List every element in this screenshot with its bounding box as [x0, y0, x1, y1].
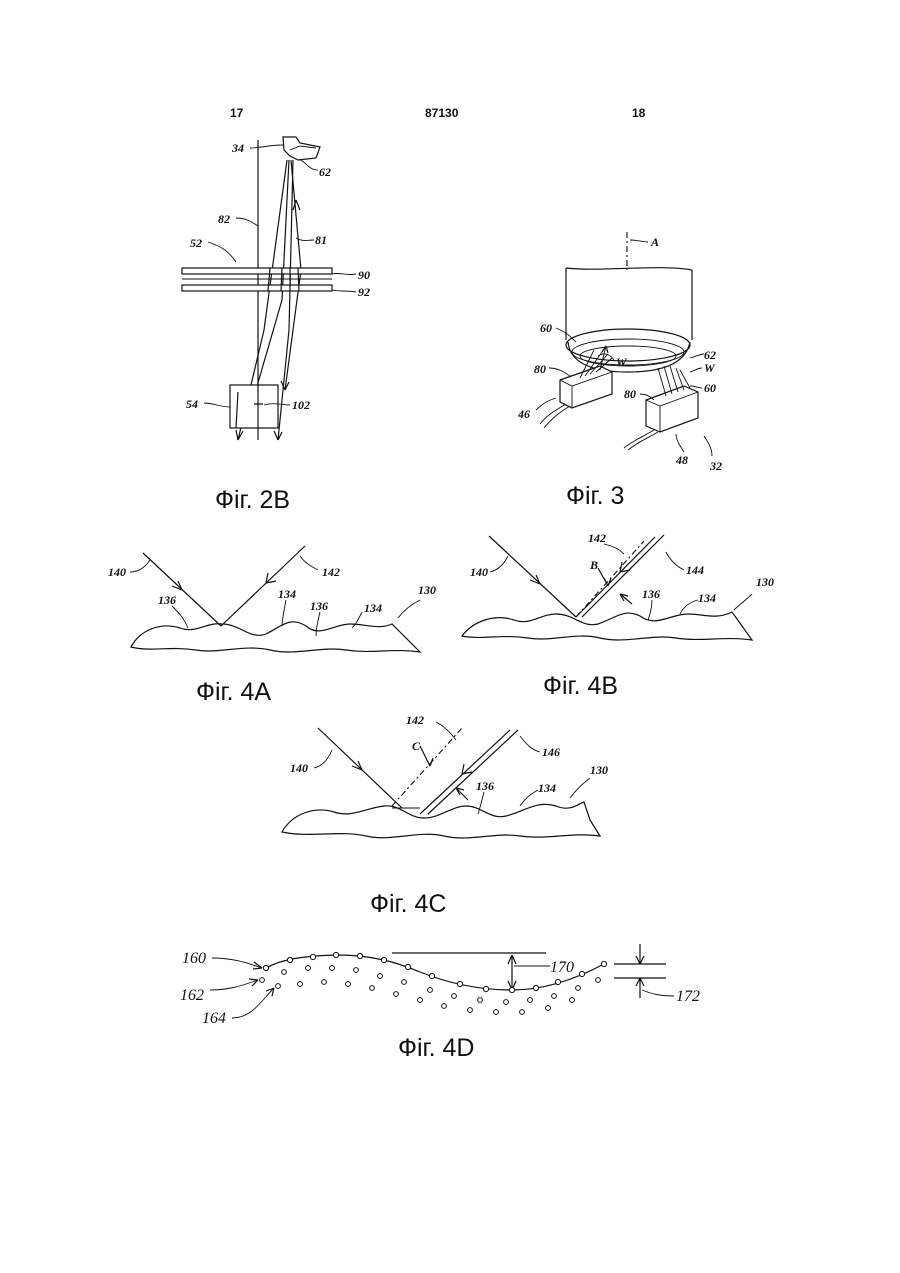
- leader-line: [642, 990, 674, 996]
- ref-label-164: 164: [202, 1010, 226, 1027]
- depth-arrow-170: [508, 955, 516, 990]
- ref-label-162: 162: [180, 987, 204, 1004]
- dimension-arrow-172: [636, 944, 644, 964]
- leader-line: [210, 980, 258, 990]
- dimension-arrow-172: [636, 978, 644, 998]
- particle-layer-164: [276, 980, 575, 1015]
- ref-label-160: 160: [182, 950, 206, 967]
- ref-label-172: 172: [676, 988, 700, 1005]
- figure-4d-caption: Фіг. 4D: [398, 1034, 474, 1063]
- ref-label-170: 170: [550, 959, 574, 976]
- leader-line: [232, 988, 274, 1018]
- figure-4d-drawing: 160 170 162 172 164: [0, 0, 900, 1060]
